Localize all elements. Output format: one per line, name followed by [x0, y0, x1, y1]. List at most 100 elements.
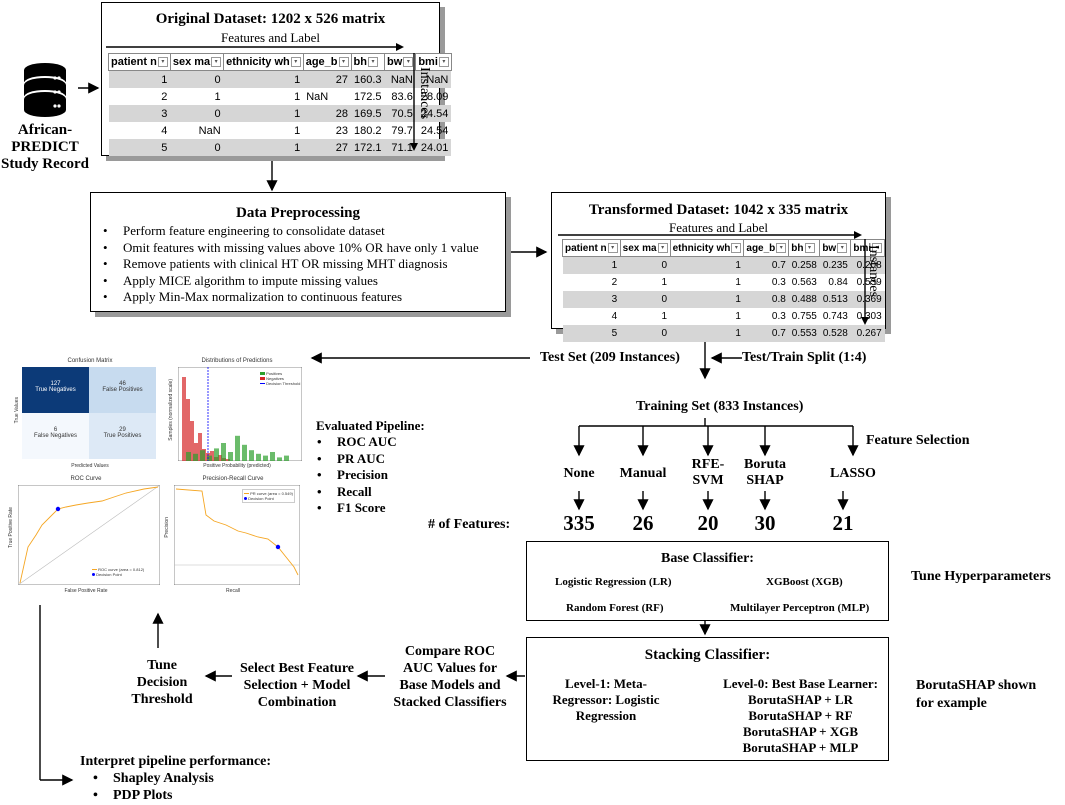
stacking-classifier-box: Stacking Classifier: Level-1: Meta-Regre… [526, 637, 889, 761]
table-cell: 1 [670, 291, 744, 308]
filter-dropdown-icon[interactable]: ▾ [290, 57, 301, 68]
table-cell: 23 [335, 124, 349, 137]
instances-arrow [410, 53, 418, 151]
preprocessing-step: Perform feature engineering to consolida… [103, 223, 479, 240]
original-instances-label: Instances [417, 67, 432, 120]
table-cell: 0.208 [850, 256, 885, 274]
split-label: Test/Train Split (1:4) [742, 350, 867, 365]
table-cell: NaN [415, 70, 452, 88]
stacking-title: Stacking Classifier: [644, 647, 771, 663]
filter-dropdown-icon[interactable]: ▾ [607, 242, 618, 253]
count-boruta-shap: 30 [754, 511, 776, 535]
table-header-cell[interactable]: sex ma▾ [619, 239, 671, 257]
table-header-cell[interactable]: sex ma▾ [169, 53, 225, 71]
histogram-bar [186, 399, 190, 461]
table-cell: 172.5 [354, 90, 382, 103]
table-header-cell[interactable]: bmi▾ [415, 53, 452, 71]
table-cell: 24.54 [420, 124, 449, 137]
features-arrow [558, 231, 862, 239]
filter-dropdown-icon[interactable]: ▾ [657, 242, 668, 253]
table-header-cell[interactable]: bh▾ [788, 239, 821, 257]
training-set-label: Training Set (833 Instances) [636, 399, 804, 414]
confusion-xlabel: Predicted Values [71, 463, 109, 469]
table-cell: 0.488 [788, 291, 820, 308]
table-header-cell[interactable]: bmi▾ [850, 239, 886, 257]
table-cell: 160.3 [351, 70, 385, 88]
filter-dropdown-icon[interactable]: ▾ [837, 242, 848, 253]
level0-item: BorutaSHAP + RF [748, 708, 853, 723]
histogram-bar [207, 455, 212, 461]
table-header-cell[interactable]: ethnicity wh▾ [669, 239, 745, 257]
table-cell: 0.755 [791, 311, 817, 322]
table-header-cell[interactable]: patient n▾ [562, 239, 621, 257]
filter-dropdown-icon[interactable]: ▾ [157, 57, 168, 68]
table-cell: 1 [661, 277, 668, 288]
level0-item: BorutaSHAP + MLP [742, 740, 859, 755]
table-cell: 0.235 [819, 256, 851, 274]
table-header-cell[interactable]: age_b▾ [302, 53, 352, 71]
distribution-ylabel: Samples (normalized scale) [168, 379, 174, 441]
table-cell: 1 [223, 70, 304, 88]
filter-dropdown-icon[interactable]: ▾ [211, 57, 222, 68]
transformed-instances-label: Instances [866, 245, 881, 298]
filter-dropdown-icon[interactable]: ▾ [403, 57, 414, 68]
filter-dropdown-icon[interactable]: ▾ [776, 242, 787, 253]
histogram-bar [242, 444, 247, 461]
table-cell: 0.7 [743, 325, 789, 342]
table-cell: 27 [303, 139, 352, 156]
table-header-cell[interactable]: bh▾ [350, 53, 386, 71]
table-header-cell[interactable]: bw▾ [819, 239, 852, 257]
evaluated-title: Evaluated Pipeline: [316, 418, 425, 433]
filter-dropdown-icon[interactable]: ▾ [338, 57, 349, 68]
table-header-cell[interactable]: bw▾ [384, 53, 417, 71]
distribution-chart [178, 367, 302, 461]
histogram-bar [194, 443, 198, 461]
table-cell: 0 [170, 105, 224, 122]
table-header-cell[interactable]: age_b▾ [743, 239, 790, 257]
filter-dropdown-icon[interactable]: ▾ [367, 57, 378, 68]
method-lasso: LASSO [830, 466, 876, 481]
method-none: None [563, 466, 595, 481]
base-classifier-title: Base Classifier: [661, 551, 754, 566]
chance-line [18, 485, 160, 585]
table-cell: 1 [223, 139, 304, 156]
table-cell: 27 [303, 70, 352, 88]
preprocessing-box: Data Preprocessing Perform feature engin… [90, 192, 506, 312]
table-cell: 2 [611, 277, 618, 288]
base-classifier-box: Base Classifier: Logistic Regression (LR… [526, 541, 889, 621]
method-manual: Manual [619, 466, 667, 481]
histogram-bar [186, 452, 191, 461]
table-cell: 0 [620, 325, 671, 342]
histogram-bar [270, 452, 275, 461]
distribution-xlabel: Positive Probability (predicted) [203, 463, 271, 469]
select-best-label: Select Best Feature Selection + Model Co… [239, 661, 355, 710]
metric-item: PR AUC [317, 451, 397, 468]
table-cell: 24.01 [415, 139, 452, 156]
filter-dropdown-icon[interactable]: ▾ [872, 242, 883, 253]
roc-xlabel: False Positive Rate [64, 588, 108, 594]
table-cell: 0.267 [850, 325, 885, 342]
table-cell: 1 [670, 256, 744, 274]
filter-dropdown-icon[interactable]: ▾ [731, 242, 742, 253]
table-cell: 28 [303, 105, 352, 122]
table-header-cell[interactable]: ethnicity wh▾ [223, 53, 304, 71]
filter-dropdown-icon[interactable]: ▾ [438, 57, 449, 68]
filter-dropdown-icon[interactable]: ▾ [804, 242, 815, 253]
table-cell: 5 [562, 325, 621, 342]
table-header-cell[interactable]: patient n▾ [108, 53, 171, 71]
preprocessing-title: Data Preprocessing [235, 205, 360, 221]
histogram-bar [200, 450, 205, 461]
original-features-label: Features and Label [221, 30, 320, 45]
histogram-bar [193, 453, 198, 461]
transformed-features-label: Features and Label [669, 220, 768, 235]
pr-ylabel: Precision [164, 517, 170, 538]
